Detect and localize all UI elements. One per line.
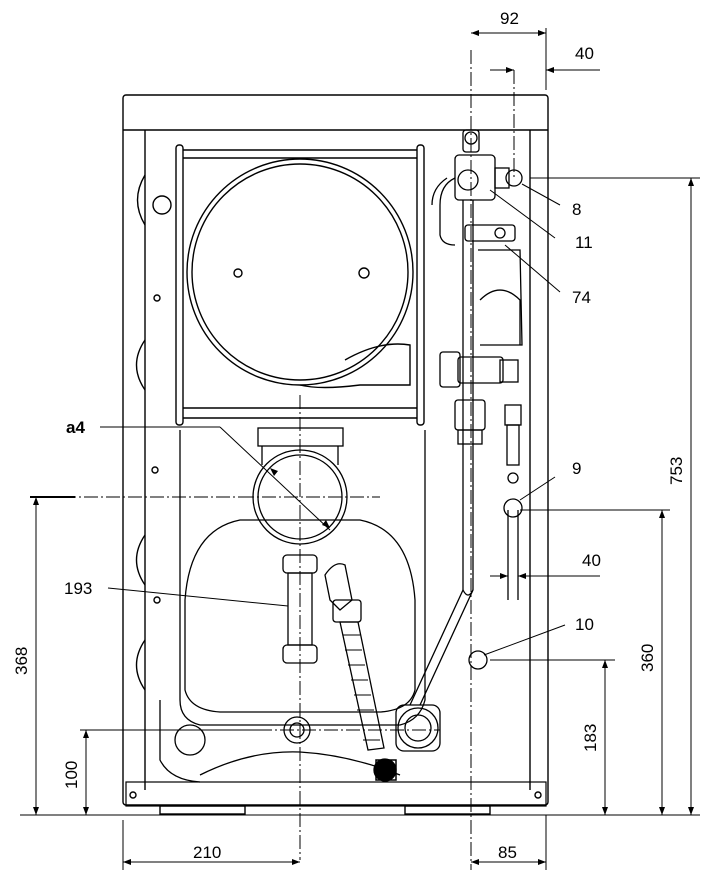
dim-85: 85 <box>498 843 517 862</box>
dim-183: 183 <box>581 724 600 752</box>
combustion-chamber <box>159 427 426 783</box>
callout-9: 9 <box>572 459 581 478</box>
dimension-arrows <box>33 30 694 865</box>
condensate-hose <box>324 563 397 782</box>
callout-a4: a4 <box>66 418 85 437</box>
a4-diameter-arrows <box>270 468 330 528</box>
dim-360: 360 <box>638 644 657 672</box>
callout-10: 10 <box>575 615 594 634</box>
callout-11: 11 <box>575 233 593 252</box>
dim-40-mid: 40 <box>582 551 601 570</box>
dim-753: 753 <box>667 457 686 485</box>
callout-8: 8 <box>572 200 581 219</box>
dim-368: 368 <box>12 647 31 675</box>
callout-193: 193 <box>64 579 92 598</box>
dimension-lines <box>20 28 700 870</box>
leader-lines <box>100 183 566 656</box>
boiler-cabinet <box>122 94 549 815</box>
callout-74: 74 <box>572 288 591 307</box>
dim-92: 92 <box>500 9 519 28</box>
dim-100: 100 <box>62 761 81 789</box>
heat-exchanger-frame <box>175 144 425 426</box>
dim-40-top: 40 <box>575 44 594 63</box>
center-lines <box>40 50 515 870</box>
dim-210: 210 <box>193 843 221 862</box>
